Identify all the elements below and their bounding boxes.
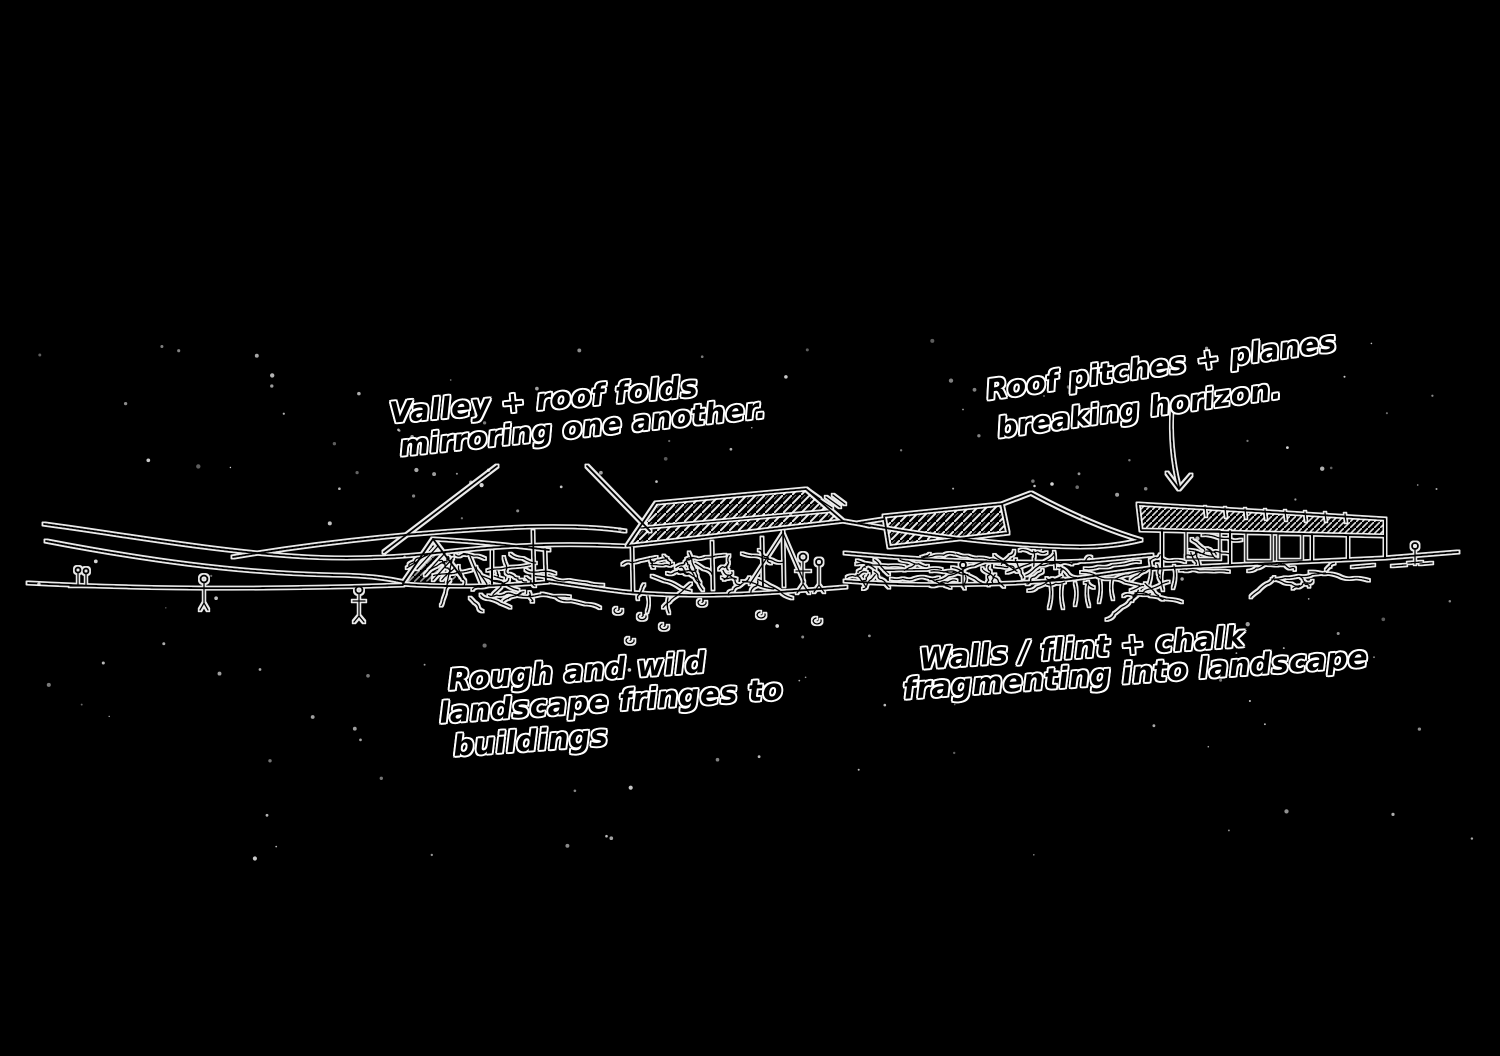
stick-figures — [69, 542, 1423, 623]
central-barn-roof-hatch — [627, 489, 843, 546]
vegetation — [406, 534, 1370, 645]
mid-barn — [857, 492, 1142, 548]
leader-lines — [383, 465, 651, 553]
roof-hatch-fills — [403, 489, 1385, 583]
left-shed-gable-hatch — [403, 539, 463, 583]
speckles — [37, 338, 1474, 861]
right-building-roof-hatch — [1138, 504, 1385, 536]
left-shed — [402, 530, 550, 588]
down-arrow-icon — [1166, 406, 1192, 490]
central-barn — [625, 488, 871, 597]
right-building — [1137, 503, 1386, 570]
